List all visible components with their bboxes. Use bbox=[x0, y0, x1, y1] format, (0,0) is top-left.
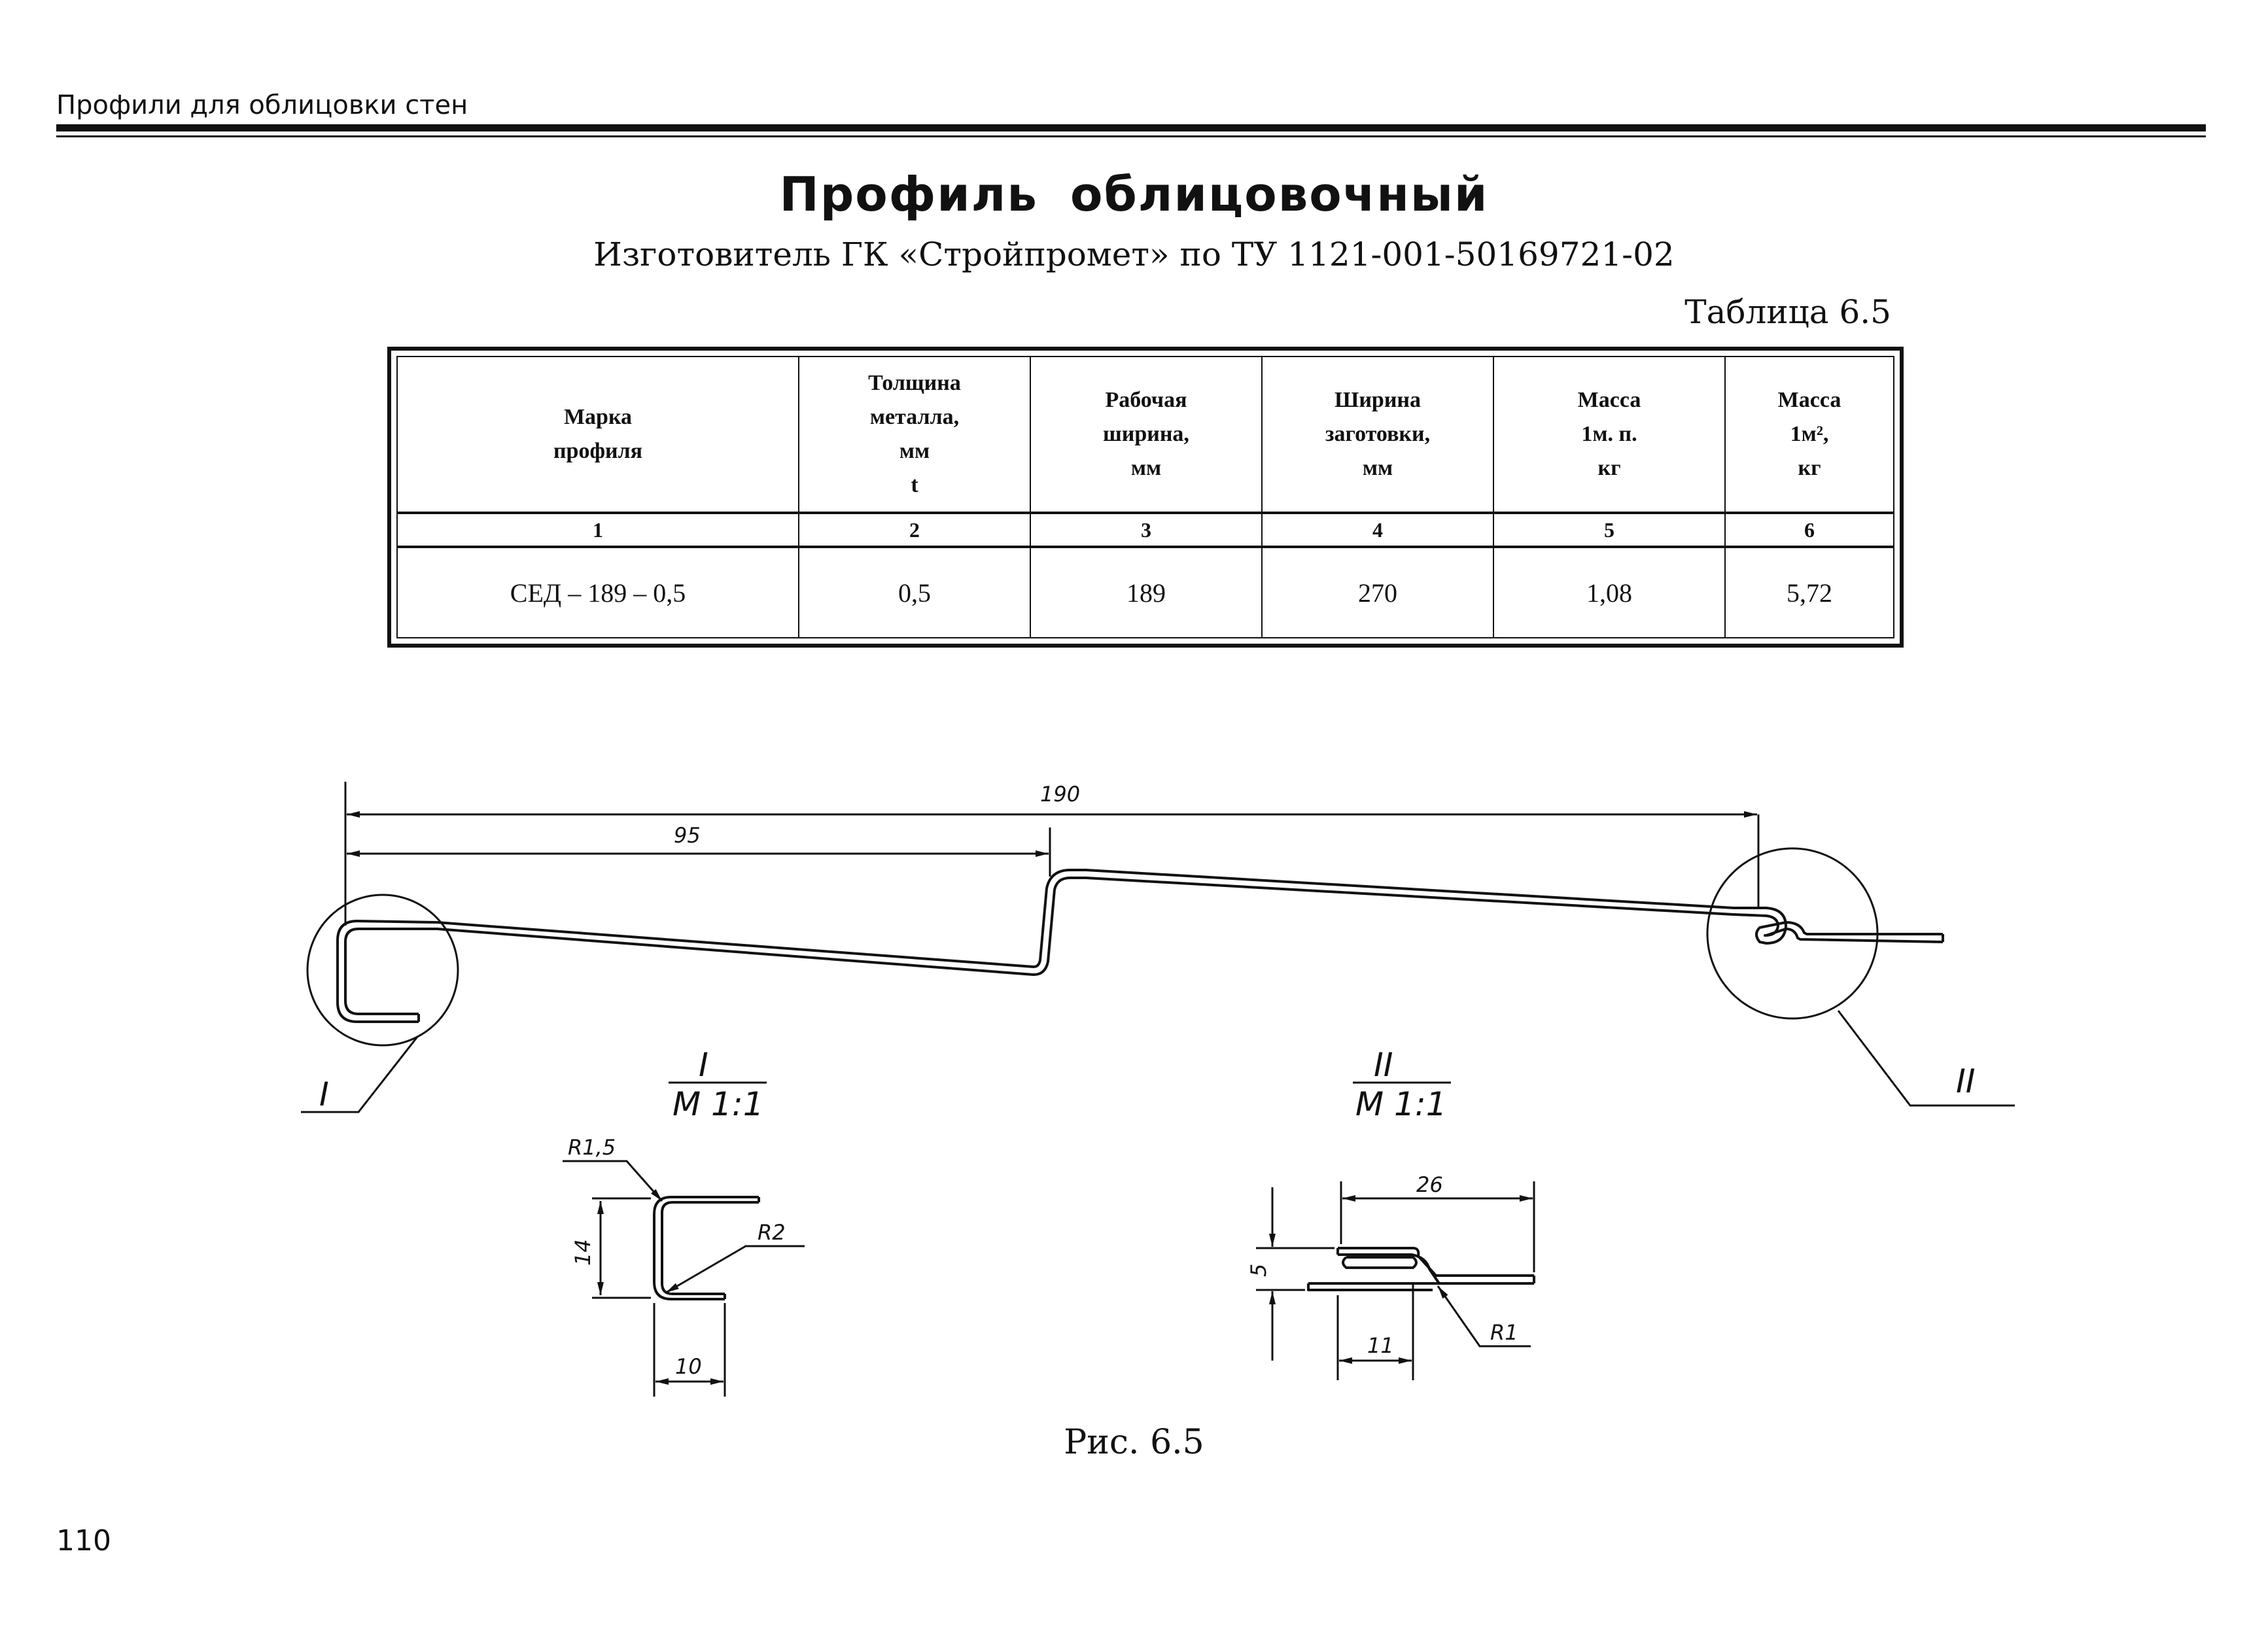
detail-1-dimensions bbox=[563, 1160, 805, 1397]
spec-table-frame: Марка профиля Толщина металла, мм t Рабо… bbox=[387, 347, 1904, 648]
header-line: кг bbox=[1798, 456, 1821, 480]
dim-5-label: 5 bbox=[1246, 1264, 1271, 1277]
header-line: мм bbox=[1130, 456, 1162, 480]
table-cell: 0,5 bbox=[798, 546, 1031, 638]
table-cell: СЕД – 189 – 0,5 bbox=[396, 546, 799, 638]
callout-label-1: I bbox=[319, 1075, 329, 1113]
dimension-95 bbox=[347, 827, 1051, 877]
header-cell: Толщина металла, мм t bbox=[798, 356, 1031, 513]
header-line: t bbox=[911, 473, 918, 497]
view-1-name: I bbox=[699, 1046, 708, 1084]
header-line: заготовки, bbox=[1325, 422, 1431, 446]
header-line: Толщина bbox=[868, 371, 961, 395]
detail-2-dimensions bbox=[1256, 1181, 1535, 1380]
running-head: Профили для облицовки стен bbox=[56, 90, 468, 120]
column-number: 4 bbox=[1261, 512, 1494, 548]
header-line: Масса bbox=[1577, 388, 1641, 412]
view-1-scale: М 1:1 bbox=[672, 1085, 764, 1123]
detail-callouts bbox=[301, 847, 2015, 1113]
view-2-scale: М 1:1 bbox=[1355, 1085, 1447, 1123]
header-row: Марка профиля Толщина металла, мм t Рабо… bbox=[396, 356, 1894, 513]
dim-r2-label: R2 bbox=[758, 1220, 786, 1245]
view-1-heading: I М 1:1 bbox=[669, 1046, 767, 1123]
column-number: 3 bbox=[1030, 512, 1263, 548]
dim-11-label: 11 bbox=[1367, 1333, 1394, 1358]
header-line: Ширина bbox=[1334, 388, 1421, 412]
dimension-190 bbox=[344, 782, 1760, 926]
dim-r1-5-label: R1,5 bbox=[568, 1135, 616, 1160]
detail-1-profile bbox=[653, 1196, 760, 1300]
column-number: 5 bbox=[1493, 512, 1726, 548]
dim-r1-label: R1 bbox=[1490, 1320, 1518, 1345]
table-cell: 5,72 bbox=[1724, 546, 1894, 638]
table-cell: 189 bbox=[1030, 546, 1263, 638]
dim-14-label: 14 bbox=[570, 1239, 595, 1266]
table-row: СЕД – 189 – 0,5 0,5 189 270 1,08 5,72 bbox=[396, 546, 1894, 638]
figure-caption: Рис. 6.5 bbox=[1064, 1423, 1204, 1462]
header-line: 1м², bbox=[1790, 422, 1829, 446]
column-number: 6 bbox=[1724, 512, 1894, 548]
callout-label-2: II bbox=[1956, 1062, 1976, 1100]
table-caption: Таблица 6.5 bbox=[1684, 293, 1891, 331]
header-line: металла, bbox=[869, 405, 960, 429]
dim-10-label: 10 bbox=[675, 1354, 702, 1379]
document-subtitle: Изготовитель ГК «Стройпромет» по ТУ 1121… bbox=[593, 235, 1675, 273]
header-line: 1м. п. bbox=[1581, 422, 1637, 446]
header-rule-thin bbox=[56, 135, 2206, 137]
header-line: Марка bbox=[563, 405, 633, 429]
table-cell: 270 bbox=[1261, 546, 1494, 638]
column-number-row: 1 2 3 4 5 6 bbox=[396, 512, 1894, 548]
table-cell: 1,08 bbox=[1493, 546, 1726, 638]
header-cell: Марка профиля bbox=[396, 356, 799, 513]
spec-table: Марка профиля Толщина металла, мм t Рабо… bbox=[396, 356, 1894, 638]
page-number: 110 bbox=[56, 1524, 111, 1558]
header-line: мм bbox=[1362, 456, 1393, 480]
header-line: ширина, bbox=[1103, 422, 1189, 446]
dim-190-label: 190 bbox=[1040, 782, 1080, 807]
document-title: Профиль облицовочный bbox=[779, 167, 1489, 222]
view-2-name: II bbox=[1374, 1046, 1393, 1084]
header-rule-thick bbox=[56, 124, 2206, 131]
main-profile-section bbox=[336, 869, 1944, 1023]
dim-26-label: 26 bbox=[1416, 1172, 1443, 1197]
dim-95-label: 95 bbox=[674, 823, 701, 848]
header-line: мм bbox=[899, 439, 930, 463]
header-line: Рабочая bbox=[1105, 388, 1187, 412]
header-line: Масса bbox=[1777, 388, 1841, 412]
header-line: кг bbox=[1597, 456, 1621, 480]
view-2-heading: II М 1:1 bbox=[1353, 1046, 1451, 1123]
header-cell: Масса 1м. п. кг bbox=[1493, 356, 1726, 513]
detail-2-profile bbox=[1307, 1247, 1535, 1291]
header-cell: Рабочая ширина, мм bbox=[1030, 356, 1263, 513]
header-cell: Масса 1м², кг bbox=[1724, 356, 1894, 513]
header-line: профиля bbox=[553, 439, 643, 463]
header-cell: Ширина заготовки, мм bbox=[1261, 356, 1494, 513]
column-number: 2 bbox=[798, 512, 1031, 548]
column-number: 1 bbox=[396, 512, 799, 548]
